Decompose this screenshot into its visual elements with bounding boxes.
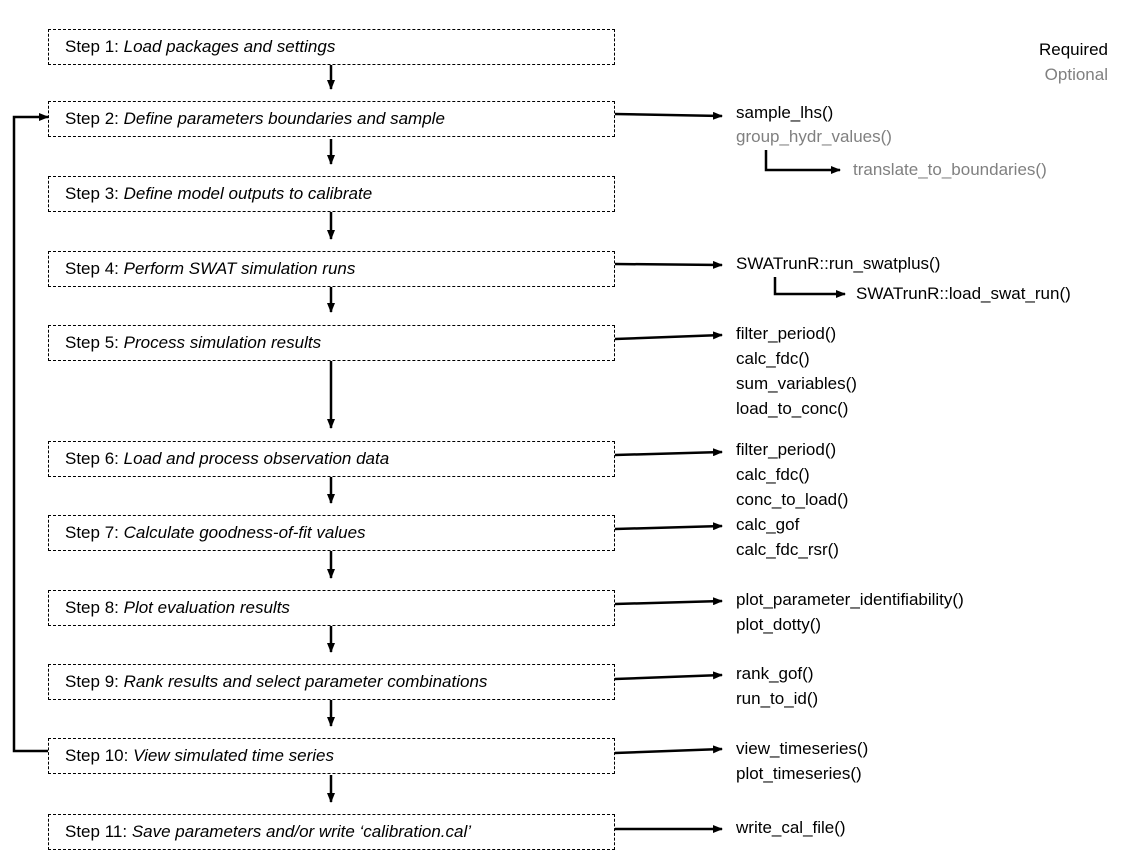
step-1-desc: Load packages and settings	[123, 37, 336, 56]
fn-sum-variables: sum_variables()	[736, 374, 857, 393]
arrow-translate-to-boundaries	[764, 150, 841, 174]
arrow-step10-functions	[614, 745, 723, 755]
step-6-box: Step 6: Load and process observation dat…	[48, 441, 615, 477]
fn-calc-fdc-rsr: calc_fdc_rsr()	[736, 540, 839, 559]
arrow-load-swat-run	[773, 277, 846, 298]
arrow-step4-functions	[614, 260, 723, 269]
step-8-prefix: Step 8:	[65, 598, 119, 617]
arrow-step6-functions	[614, 448, 723, 457]
arrow-step5-functions	[614, 331, 723, 341]
step-8-box: Step 8: Plot evaluation results	[48, 590, 615, 626]
loop-back-arrow	[12, 113, 49, 753]
step-11-prefix: Step 11:	[65, 822, 128, 841]
step-4-prefix: Step 4:	[65, 259, 119, 278]
fn-plot-parameter-identifiability: plot_parameter_identifiability()	[736, 590, 964, 609]
step-5-desc: Process simulation results	[123, 333, 322, 352]
step-4-desc: Perform SWAT simulation runs	[123, 259, 356, 278]
step-6-desc: Load and process observation data	[123, 449, 390, 468]
step-3-box: Step 3: Define model outputs to calibrat…	[48, 176, 615, 212]
step-10-box: Step 10: View simulated time series	[48, 738, 615, 774]
fn-group-hydr-values: group_hydr_values()	[736, 127, 892, 146]
step-10-prefix: Step 10:	[65, 746, 129, 765]
fn-plot-dotty: plot_dotty()	[736, 615, 822, 634]
fn-conc-to-load: conc_to_load()	[736, 490, 849, 509]
step-4-box: Step 4: Perform SWAT simulation runs	[48, 251, 615, 287]
legend-optional: Optional	[1044, 65, 1108, 84]
fn-view-timeseries: view_timeseries()	[736, 739, 869, 758]
fn-write-cal-file: write_cal_file()	[736, 818, 846, 837]
step-9-desc: Rank results and select parameter combin…	[123, 672, 488, 691]
arrow-step9-functions	[614, 671, 723, 681]
step-6-prefix: Step 6:	[65, 449, 119, 468]
fn-sample-lhs: sample_lhs()	[736, 103, 834, 122]
step-1-prefix: Step 1:	[65, 37, 119, 56]
step-5-box: Step 5: Process simulation results	[48, 325, 615, 361]
step-1-box: Step 1: Load packages and settings	[48, 29, 615, 65]
fn-translate-to-boundaries: translate_to_boundaries()	[853, 160, 1047, 179]
step-11-desc: Save parameters and/or write ‘calibratio…	[131, 822, 472, 841]
fn-load-swat-run: SWATrunR::load_swat_run()	[856, 284, 1071, 303]
step-11-box: Step 11: Save parameters and/or write ‘c…	[48, 814, 615, 850]
step-2-box: Step 2: Define parameters boundaries and…	[48, 101, 615, 137]
fn-rank-gof: rank_gof()	[736, 664, 814, 683]
fn-filter-period: filter_period()	[736, 324, 837, 343]
arrow-step7-functions	[614, 522, 723, 531]
step-2-desc: Define parameters boundaries and sample	[123, 109, 445, 128]
step-9-prefix: Step 9:	[65, 672, 119, 691]
step-2-prefix: Step 2:	[65, 109, 119, 128]
step-9-box: Step 9: Rank results and select paramete…	[48, 664, 615, 700]
step-8-desc: Plot evaluation results	[123, 598, 290, 617]
fn-run-swatplus: SWATrunR::run_swatplus()	[736, 254, 941, 273]
step-3-prefix: Step 3:	[65, 184, 119, 203]
arrow-step8-functions	[614, 597, 723, 606]
step-3-desc: Define model outputs to calibrate	[123, 184, 373, 203]
arrow-step2-functions	[614, 111, 723, 120]
step-10-desc: View simulated time series	[133, 746, 334, 765]
fn-run-to-id: run_to_id()	[736, 689, 819, 708]
step-7-desc: Calculate goodness-of-fit values	[123, 523, 366, 542]
fn-plot-timeseries: plot_timeseries()	[736, 764, 862, 783]
fn-load-to-conc: load_to_conc()	[736, 399, 849, 418]
fn-calc-gof: calc_gof	[736, 515, 800, 534]
step-7-prefix: Step 7:	[65, 523, 119, 542]
step-5-prefix: Step 5:	[65, 333, 119, 352]
legend-required: Required	[1039, 40, 1108, 59]
fn-calc-fdc-obs: calc_fdc()	[736, 465, 810, 484]
step-7-box: Step 7: Calculate goodness-of-fit values	[48, 515, 615, 551]
fn-calc-fdc: calc_fdc()	[736, 349, 810, 368]
fn-filter-period-obs: filter_period()	[736, 440, 837, 459]
